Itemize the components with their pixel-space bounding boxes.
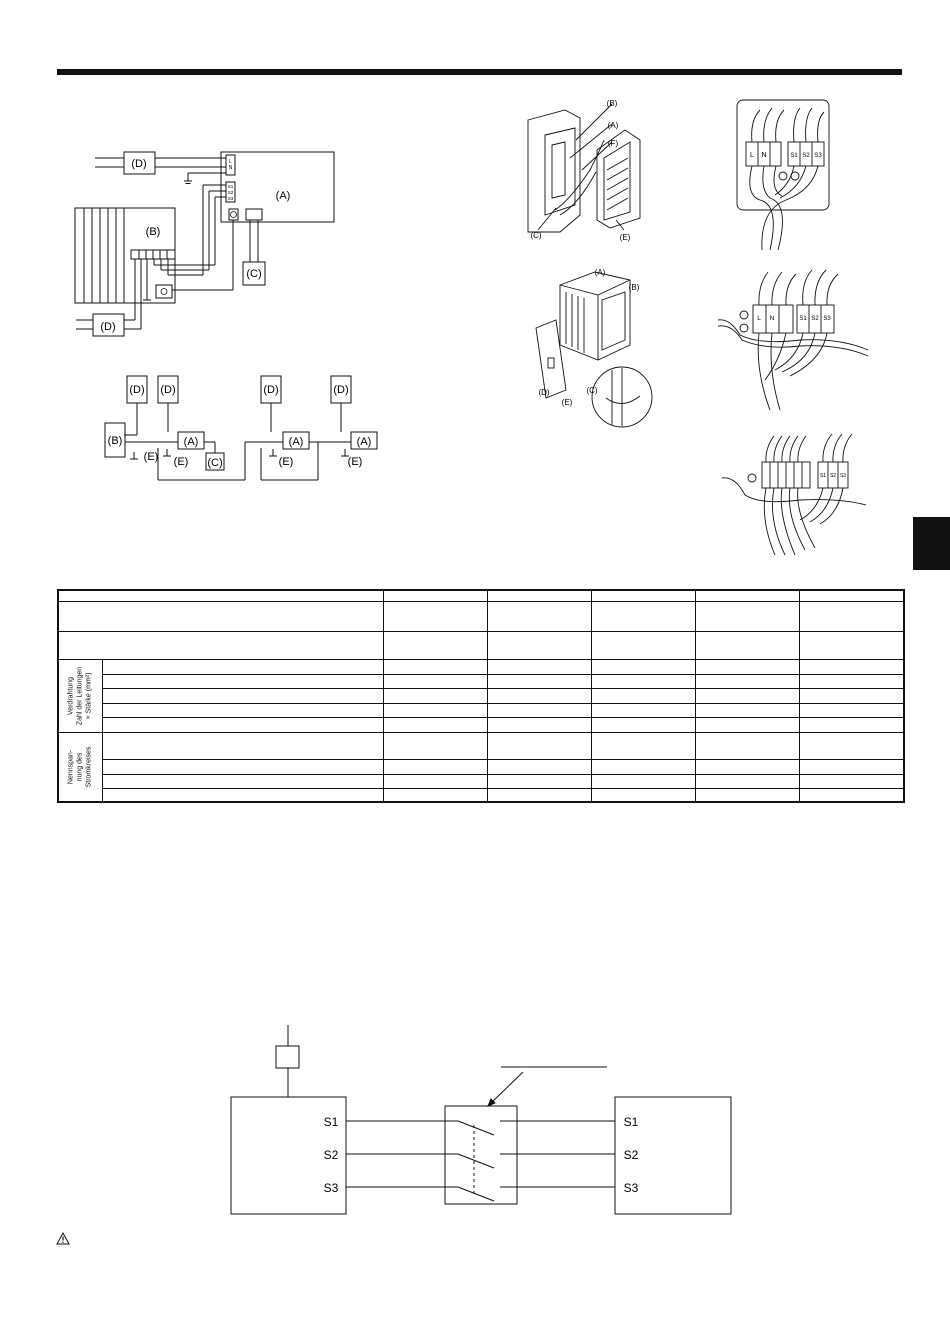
left-terminal-s2: S2 [324,1148,339,1162]
svg-text:(E): (E) [279,456,294,468]
right-terminal-s2: S2 [624,1148,639,1162]
wiring-group-heading: Verdrahtung Zahl der Leitungen × Stärke … [57,658,103,733]
wiring-spec-table: Verdrahtung Zahl der Leitungen × Stärke … [57,589,905,803]
svg-text:S1: S1 [820,473,826,479]
label-d-top: (D) [131,158,146,170]
terminal-block-illustration-2: L N S1 S2 S3 [717,269,869,411]
table-row [58,716,905,733]
terminal-block-illustration-3: S1 S2 S3 [721,433,867,556]
terminal-block-illustration-1: L N S1 S2 S3 [736,99,830,250]
svg-text:(A): (A) [184,436,199,448]
svg-text:(B): (B) [108,435,123,447]
svg-text:S2: S2 [830,473,836,479]
svg-text:(E): (E) [174,456,189,468]
svg-text:L: L [229,159,232,165]
table-row [57,630,905,660]
svg-text:(E): (E) [348,456,363,468]
svg-text:(B): (B) [607,99,618,108]
table-row [58,687,905,704]
svg-text:(E): (E) [144,451,159,463]
svg-text:(F): (F) [608,139,619,148]
table-row [57,600,905,632]
svg-text:S3: S3 [814,153,822,159]
svg-text:(C): (C) [207,457,222,469]
header-rule [57,69,902,75]
svg-text:N: N [229,165,233,171]
svg-text:(A): (A) [289,436,304,448]
svg-text:S1: S1 [799,316,807,322]
svg-text:(C): (C) [530,231,541,240]
outdoor-unit-illustration: (A) (B) (D) (E) (C) [535,268,653,428]
svg-text:(B): (B) [629,283,640,292]
svg-text:N: N [761,152,766,159]
multi-unit-diagram: (D) (D) (D) (D) (B) (A) (A) (A) (C) (E) … [104,375,378,481]
label-c: (C) [246,268,261,280]
svg-text:S3: S3 [228,196,234,201]
svg-text:(E): (E) [562,398,573,407]
svg-text:S3: S3 [840,473,846,479]
label-b: (B) [146,226,161,238]
svg-text:N: N [770,315,775,322]
isolator-switch-diagram: S1 S2 S3 S1 S2 S3 [230,1025,732,1215]
table-row [58,673,905,689]
voltage-group-heading: Nennspan- nung des Stromkreises [57,731,103,803]
svg-text:L: L [750,152,754,159]
left-terminal-s3: S3 [324,1181,339,1195]
svg-text:(C): (C) [586,386,597,395]
table-row [58,758,905,775]
warning-icon [56,1232,70,1245]
svg-text:(D): (D) [129,384,144,396]
table-row [58,787,905,803]
table-row: Verdrahtung Zahl der Leitungen × Stärke … [57,658,905,733]
svg-text:S2: S2 [802,153,810,159]
svg-text:(D): (D) [538,388,549,397]
table-row [58,702,905,718]
system-wiring-diagram: (D) (A) (B) (C) (D) L N S1 S2 S3 [74,151,335,337]
svg-text:L: L [757,315,761,322]
svg-text:(A): (A) [595,268,606,277]
svg-text:(D): (D) [160,384,175,396]
label-a: (A) [276,190,291,202]
svg-text:S1: S1 [228,184,234,189]
svg-text:S2: S2 [228,190,234,195]
right-terminal-s1: S1 [624,1115,639,1129]
svg-text:(D): (D) [263,384,278,396]
svg-text:(D): (D) [333,384,348,396]
right-terminal-s3: S3 [624,1181,639,1195]
left-terminal-s1: S1 [324,1115,339,1129]
section-tab [913,517,950,570]
table-row [57,589,905,602]
svg-text:(A): (A) [357,436,372,448]
svg-text:(E): (E) [620,233,631,242]
table-row [58,773,905,789]
svg-text:(A): (A) [608,121,619,130]
svg-text:S2: S2 [811,316,819,322]
table-row: Nennspan- nung des Stromkreises [57,731,905,803]
indoor-unit-illustration: (B) (A) (F) (C) (E) [527,99,641,242]
svg-text:S1: S1 [790,153,798,159]
label-d-bottom: (D) [100,321,115,333]
svg-text:S3: S3 [823,316,831,322]
